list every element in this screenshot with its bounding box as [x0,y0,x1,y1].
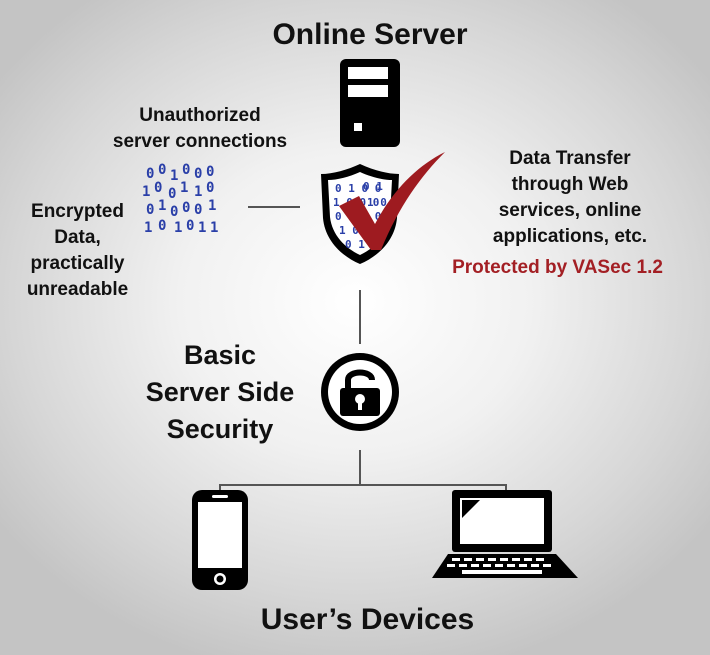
svg-text:0: 0 [194,166,202,182]
svg-text:1: 1 [170,168,178,184]
svg-text:0: 0 [206,164,214,180]
connector-vertical-1 [359,290,361,344]
svg-text:1: 1 [174,220,182,236]
laptop-icon [432,490,578,578]
svg-text:0: 0 [154,180,162,196]
encrypted-line-4: unreadable [26,279,129,300]
connector-right-drop [505,484,507,492]
svg-text:1: 1 [158,198,166,214]
svg-text:0: 0 [182,162,190,178]
svg-text:1: 1 [144,220,152,236]
svg-text:0 1: 0 1 [345,238,365,251]
svg-text:0: 0 [158,218,166,234]
smartphone-icon [192,490,248,590]
transfer-label: Data Transfer through Web services, onli… [445,146,695,250]
encrypted-line-3: practically [30,253,125,274]
svg-text:0: 0 [146,166,154,182]
unauthorized-line-2: server connections [112,131,288,152]
transfer-line-3: services, online [498,200,642,221]
checkmark-icon [339,152,445,250]
connector-vertical-2 [359,450,361,486]
transfer-line-2: through Web [511,174,629,195]
basic-security-label: Basic Server Side Security [120,337,320,448]
svg-text:1: 1 [194,184,202,200]
svg-text:0: 0 [168,186,176,202]
unauthorized-line-1: Unauthorized [139,105,261,126]
connector-horizontal [248,206,300,208]
transfer-line-1: Data Transfer [509,148,631,169]
transfer-line-4: applications, etc. [492,226,648,247]
padlock-icon [321,353,399,431]
svg-text:0: 0 [182,200,190,216]
svg-text:1 0: 1 0 [367,196,387,209]
svg-text:0 1: 0 1 [363,180,383,193]
svg-text:1: 1 [198,220,206,236]
connector-left-drop [219,484,221,492]
basic-security-line-2: Server Side [145,377,295,407]
svg-text:0: 0 [158,162,166,178]
protected-label: Protected by VASec 1.2 [452,257,663,278]
svg-text:0: 0 [206,180,214,196]
encrypted-line-2: Data, [54,227,101,248]
connector-branch [219,484,507,486]
basic-security-line-3: Security [166,414,274,444]
encrypted-label: Encrypted Data, practically unreadable [15,199,140,303]
svg-text:1: 1 [142,184,150,200]
svg-text:1: 1 [180,180,188,196]
svg-text:0: 0 [146,202,154,218]
svg-text:0: 0 [170,204,178,220]
basic-security-line-1: Basic [183,340,257,370]
svg-text:1: 1 [208,198,216,214]
encrypted-line-1: Encrypted [31,201,124,222]
svg-text:1: 1 [210,220,218,236]
svg-text:0: 0 [194,202,202,218]
server-icon [340,59,400,147]
svg-text:0 1 0 0: 0 1 0 0 [335,182,381,195]
unauthorized-label: Unauthorized server connections [100,103,300,155]
server-title: Online Server [272,18,468,51]
devices-label: User’s Devices [260,603,475,636]
svg-text:0: 0 [186,218,194,234]
